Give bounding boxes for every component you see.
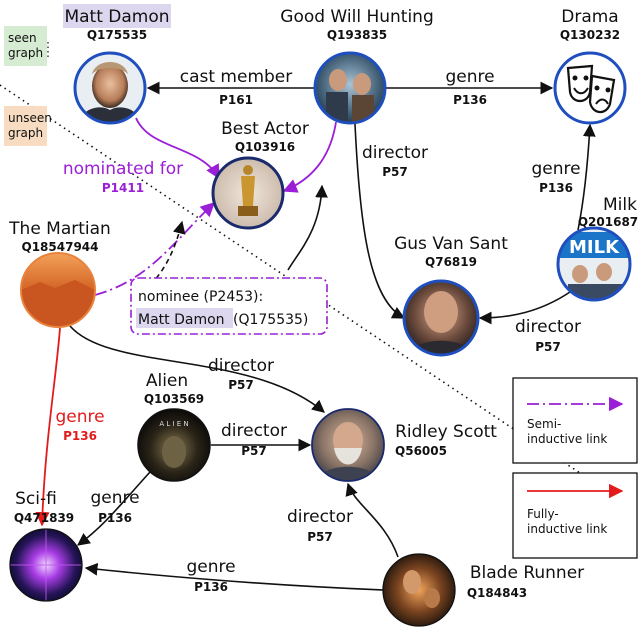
edge-genre-milk-drama: [577, 123, 596, 231]
edge-genre-martian-scifi: [35, 327, 61, 527]
edge-pid-director-milk-gus: P57: [535, 340, 561, 354]
matt-damon-label: Matt Damon: [64, 7, 169, 27]
alien-qid: Q103569: [144, 392, 204, 406]
edge-label-director-alien-ridley: director: [221, 421, 287, 441]
blade-runner-qid: Q184843: [467, 586, 527, 600]
edge-qualifier-link: [149, 220, 186, 286]
edge-pid-director-martian-ridley: P57: [228, 378, 254, 392]
edge-genre-alien-scifi: [76, 471, 151, 546]
node-good-will-hunting[interactable]: Good Will Hunting Q193835: [280, 7, 434, 125]
edge-label-genre-br-scifi: genre: [186, 557, 235, 577]
good-will-hunting-label: Good Will Hunting: [280, 7, 433, 27]
drama-ring: [553, 51, 627, 125]
edge-pid-director-gwh-gus: P57: [382, 165, 408, 179]
matt-damon-qid: Q175535: [87, 28, 147, 42]
unseen-graph-swatch: [4, 106, 47, 146]
drama-qid: Q130232: [560, 28, 620, 42]
edge-label-cast-member: cast member: [180, 67, 293, 87]
edge-label-director-gwh-gus: director: [362, 143, 428, 163]
node-drama[interactable]: Drama Q130232: [553, 7, 627, 125]
node-sci-fi[interactable]: Sci-fi Q471839: [9, 489, 83, 602]
edge-genre-br-scifi: [84, 562, 384, 591]
best-actor-ring: [211, 156, 285, 230]
matt-damon-highlight: [63, 4, 171, 28]
fully-inductive-legend-label: Fully-inductive link: [527, 507, 607, 536]
edge-director-martian-ridley: [69, 325, 325, 413]
qualifier-qid: (Q175535): [233, 312, 308, 328]
edge-pid-cast-member: P161: [219, 93, 253, 107]
edge-label-genre-gwh-drama: genre: [445, 67, 494, 87]
edge-nominated-for: [94, 202, 216, 296]
blade-runner-ring: [382, 553, 456, 627]
edge-label-director-br-ridley: director: [287, 507, 353, 527]
best-actor-qid: Q103916: [235, 140, 295, 154]
node-milk[interactable]: Milk Q201687 MILK: [556, 195, 638, 302]
milk-label: Milk: [603, 195, 637, 215]
node-alien[interactable]: Alien Q103569 A L I E N: [137, 371, 211, 482]
node-the-martian[interactable]: The Martian Q18547944: [8, 219, 111, 328]
edge-pid-director-br-ridley: P57: [307, 530, 333, 544]
alien-label: Alien: [146, 371, 188, 391]
node-blade-runner[interactable]: Blade Runner Q184843: [382, 553, 584, 627]
edge-label-director-martian-ridley: director: [208, 356, 274, 376]
seen-graph-swatch: [4, 26, 47, 66]
edge-pid-genre-gwh-drama: P136: [453, 93, 487, 107]
edge-director-milk-gus: [478, 291, 571, 325]
best-actor-label: Best Actor: [221, 119, 309, 139]
milk-qid: Q201687: [578, 215, 638, 229]
node-best-actor[interactable]: Best Actor Q103916: [211, 119, 309, 230]
gus-van-sant-qid: Q76819: [425, 255, 477, 269]
good-will-hunting-ring: [313, 51, 387, 125]
qualifier-name-highlight: [136, 308, 233, 328]
blade-runner-label: Blade Runner: [470, 563, 584, 583]
semi-inductive-legend-box: [512, 377, 638, 464]
edge-label-genre-martian-scifi: genre: [55, 407, 104, 427]
milk-ring: [556, 226, 632, 302]
node-ridley-scott[interactable]: Ridley Scott Q56005: [311, 408, 497, 482]
matt-damon-ring: [73, 51, 147, 125]
qualifier-name: Matt Damon: [138, 312, 225, 328]
sci-fi-qid: Q471839: [14, 511, 74, 525]
edge-label-genre-alien-scifi: genre: [90, 488, 139, 508]
the-martian-qid: Q18547944: [22, 240, 99, 254]
ridley-scott-qid: Q56005: [395, 444, 447, 458]
qualifier-line1: nominee (P2453):: [138, 289, 263, 305]
edge-pid-genre-alien-scifi: P136: [98, 511, 132, 525]
edge-matt-bestactor: [135, 117, 220, 180]
edge-pid-director-alien-ridley: P57: [241, 444, 267, 458]
alien-ring: [137, 408, 211, 482]
edge-qualifier-gwh: [287, 184, 328, 271]
gus-van-sant-label: Gus Van Sant: [394, 234, 508, 254]
edge-label-director-milk-gus: director: [515, 317, 581, 337]
good-will-hunting-qid: Q193835: [327, 28, 387, 42]
gus-van-sant-ring: [402, 279, 480, 357]
node-gus-van-sant[interactable]: Gus Van Sant Q76819: [394, 234, 508, 357]
edge-pid-genre-martian-scifi: P136: [63, 429, 97, 443]
drama-label: Drama: [561, 7, 618, 27]
semi-inductive-legend-label: Semi-inductive link: [527, 417, 607, 446]
the-martian-ring: [20, 252, 96, 328]
edge-pid-genre-milk-drama: P136: [539, 181, 573, 195]
ridley-scott-ring: [311, 408, 385, 482]
edge-gwh-bestactor: [282, 121, 337, 193]
node-matt-damon[interactable]: Matt Damon Q175535: [63, 4, 171, 125]
theater-masks-icon: [566, 64, 616, 114]
milk-poster-text: MILK: [569, 237, 620, 258]
alien-poster-text: A L I E N: [159, 420, 188, 428]
sci-fi-label: Sci-fi: [15, 489, 57, 509]
edge-director-gwh-gus: [354, 123, 406, 319]
edge-label-genre-milk-drama: genre: [531, 159, 580, 179]
oscar-statue-icon: [238, 165, 258, 216]
sci-fi-ring: [9, 528, 83, 602]
the-martian-label: The Martian: [8, 219, 111, 239]
edge-pid-nominated-for: P1411: [102, 181, 144, 195]
ridley-scott-label: Ridley Scott: [395, 422, 497, 442]
edge-pid-genre-br-scifi: P136: [194, 580, 228, 594]
edge-director-br-ridley: [345, 482, 399, 558]
edge-label-nominated-for: nominated for: [63, 159, 183, 179]
